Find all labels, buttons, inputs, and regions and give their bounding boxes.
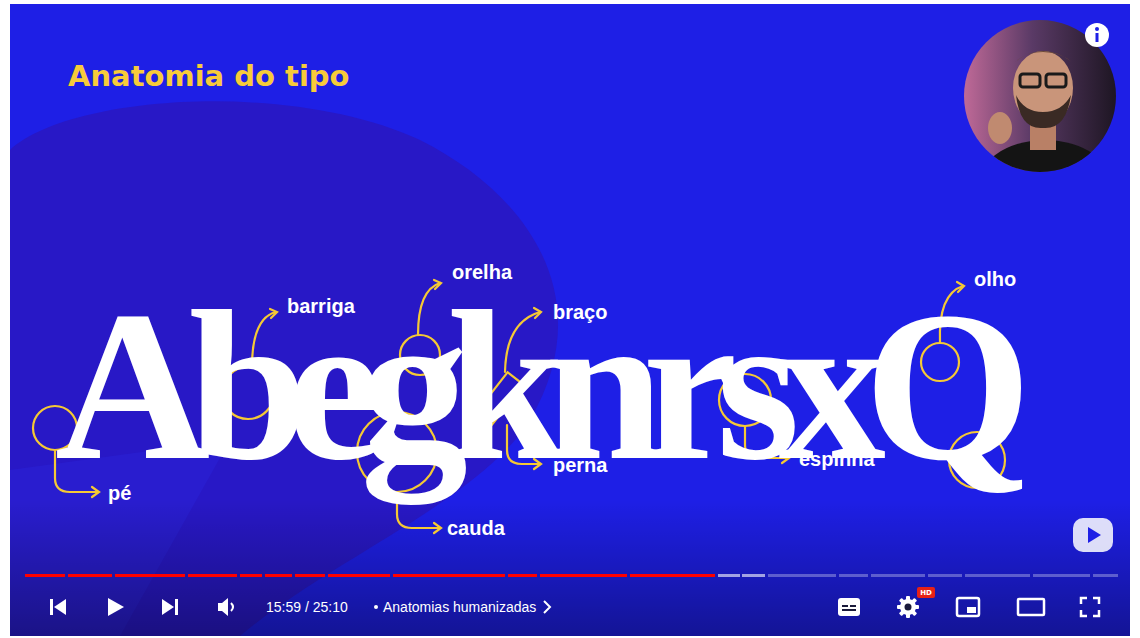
miniplayer-icon [957, 598, 979, 616]
hd-badge [917, 587, 935, 598]
progress-segment [188, 574, 237, 577]
theater-icon [1018, 599, 1044, 615]
subtitles-line [842, 609, 856, 611]
part-name: perna [553, 455, 607, 475]
progress-segment [540, 574, 627, 577]
progress-segment [630, 574, 715, 577]
slide-background [10, 4, 1130, 636]
progress-segment [265, 574, 292, 577]
part-name: pé [108, 483, 131, 503]
slide-title: Anatomia do tipo [68, 62, 350, 91]
part-name: cauda [447, 518, 505, 538]
info-icon-bar [1096, 33, 1099, 42]
time-display: 15:59 / 25:10 [266, 600, 348, 614]
info-icon [1085, 23, 1109, 47]
volume-wave [231, 603, 233, 611]
subtitles-line [850, 605, 856, 607]
controls-shade [10, 500, 1130, 636]
progress-segment [1093, 574, 1118, 577]
progress-segment [68, 574, 112, 577]
progress-segment [1033, 574, 1090, 577]
play-icon [108, 598, 124, 616]
miniplayer-inner [967, 607, 976, 613]
chapter-dot [374, 605, 378, 609]
progress-segment [928, 574, 962, 577]
fullscreen-icon [1081, 598, 1099, 616]
part-name: espinha [799, 449, 875, 469]
subtitles-line [842, 605, 848, 607]
progress-segment [742, 574, 765, 577]
youtube-watermark [1073, 518, 1113, 552]
progress-segment [328, 574, 390, 577]
previous-icon-triangle [54, 599, 66, 615]
subtitles-icon [838, 598, 860, 616]
progress-segment [295, 574, 325, 577]
progress-segment [965, 574, 1030, 577]
player-controls [50, 587, 1099, 618]
progress-segment [871, 574, 925, 577]
progress-segment [718, 574, 740, 577]
progress-segment [240, 574, 262, 577]
chapter-title: Anatomias humanizadas [383, 600, 536, 614]
progress-segment [393, 574, 505, 577]
hd-badge-text: HD [920, 589, 932, 596]
progress-segment [115, 574, 185, 577]
settings-icon [897, 596, 919, 618]
progress-bar [25, 574, 1118, 577]
progress-segment [839, 574, 868, 577]
webcam-bubble [960, 18, 1120, 240]
progress-segment [768, 574, 836, 577]
chapter-chevron [544, 601, 550, 613]
info-icon-dot [1095, 27, 1099, 31]
next-icon [162, 599, 174, 615]
next-icon-bar [175, 599, 178, 615]
progress-segment [508, 574, 537, 577]
tail-arrowhead [434, 523, 441, 533]
previous-icon [50, 599, 53, 615]
progress-segment [25, 574, 65, 577]
volume-icon [218, 598, 228, 616]
